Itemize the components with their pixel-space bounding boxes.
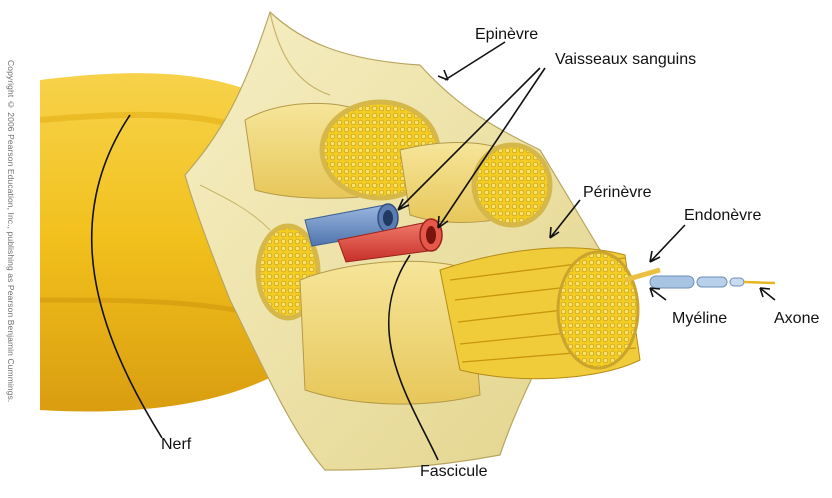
fascicle-bundle xyxy=(440,248,640,379)
label-endonevre: Endonèvre xyxy=(684,208,761,224)
label-nerf: Nerf xyxy=(161,437,191,453)
label-axone: Axone xyxy=(774,311,819,327)
axon-with-myelin xyxy=(625,270,775,288)
fascicle-middle xyxy=(400,143,550,226)
leader-endonevre xyxy=(650,225,685,262)
label-vaisseaux-sanguins: Vaisseaux sanguins xyxy=(555,52,696,68)
copyright-notice: Copyright © 2006 Pearson Education, Inc.… xyxy=(4,60,16,402)
label-myeline: Myéline xyxy=(672,311,727,327)
leader-epinevre xyxy=(445,42,505,80)
label-fascicule: Fascicule xyxy=(420,464,488,480)
label-perinevre: Périnèvre xyxy=(583,185,651,201)
label-epinevre: Epinèvre xyxy=(475,27,538,43)
